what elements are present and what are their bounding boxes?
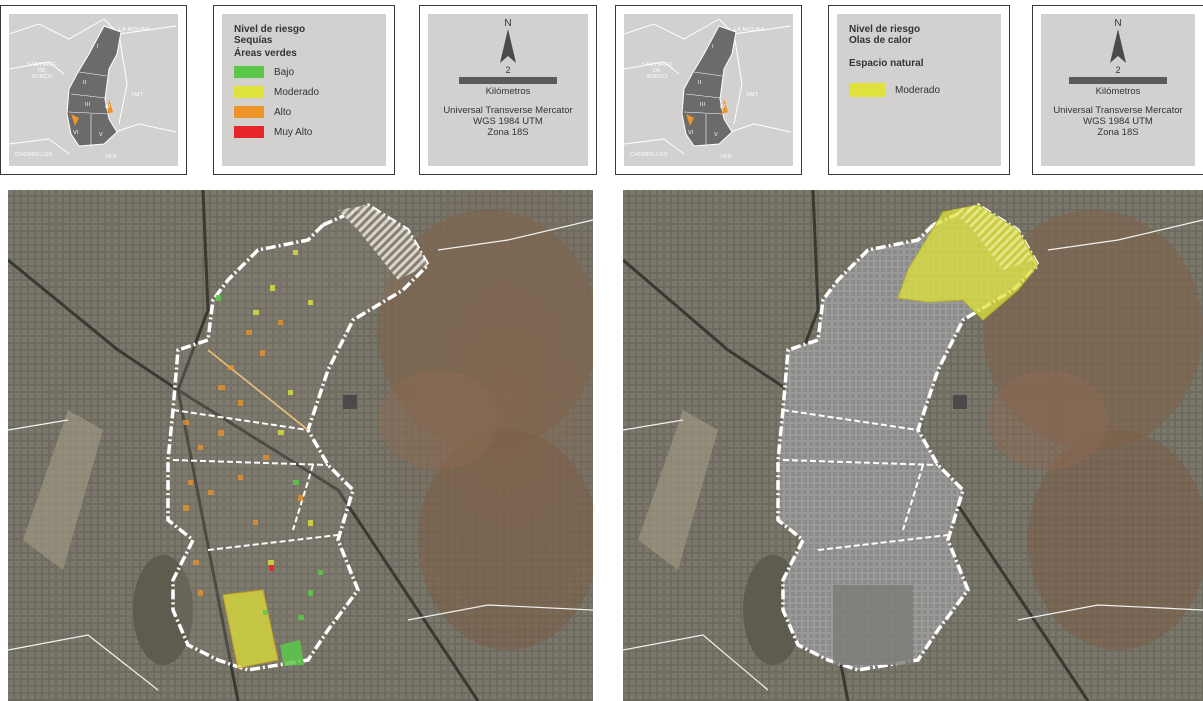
legend-title: Nivel de riesgo xyxy=(849,24,921,35)
locator-map-box: LA MOLINA SANTIAGO DE SURCO VMT CHORRILL… xyxy=(0,5,187,175)
legend-hazard: Sequías xyxy=(234,35,273,46)
sector-label-3: III xyxy=(85,102,91,108)
sector-label-2: II xyxy=(83,80,87,86)
legend-item-bajo: Bajo xyxy=(234,65,374,79)
scale-unit: Kilómetros xyxy=(485,86,531,97)
label-la-molina: LA MOLINA xyxy=(734,27,765,33)
scale-box: N 2 Kilómetros Universal Transverse Merc… xyxy=(1032,5,1203,175)
right-panel: LA MOLINA SANTIAGO DE SURCO VMT CHORRILL… xyxy=(607,0,1203,701)
label-chorrillos: CHORRILLOS xyxy=(630,152,668,158)
locator-map: LA MOLINA SANTIAGO DE SURCO VMT CHORRILL… xyxy=(9,14,178,166)
risk-patches-moderado xyxy=(253,250,313,565)
label-la-molina: LA MOLINA xyxy=(119,27,150,33)
north-arrow-icon xyxy=(1110,29,1126,63)
sector-label-5: V xyxy=(99,132,103,138)
legend-hazard: Olas de calor xyxy=(849,35,912,46)
north-label: N xyxy=(504,18,512,29)
legend-item-muy-alto: Muy Alto xyxy=(234,125,374,139)
legend-swatch xyxy=(234,106,264,118)
north-label: N xyxy=(1114,18,1122,29)
projection-info: Universal Transverse Mercator WGS 1984 U… xyxy=(443,105,573,138)
scale-box: N 2 Kilómetros Universal Transverse Merc… xyxy=(419,5,597,175)
scale-bar xyxy=(459,77,557,84)
locator-map: LA MOLINA SANTIAGO DE SURCO VMT CHORRILL… xyxy=(624,14,793,166)
legend-swatch xyxy=(234,86,264,98)
legend-box: Nivel de riesgo Sequías Áreas verdes Baj… xyxy=(213,5,395,175)
legend-title: Nivel de riesgo xyxy=(234,24,306,35)
sector-label-3: III xyxy=(700,102,706,108)
legend: Nivel de riesgo Sequías Áreas verdes Baj… xyxy=(222,14,386,166)
scale-info: N 2 Kilómetros Universal Transverse Merc… xyxy=(1041,14,1195,166)
scale-info: N 2 Kilómetros Universal Transverse Merc… xyxy=(428,14,588,166)
scale-distance: 2 xyxy=(505,65,511,75)
legend-box: Nivel de riesgo Olas de calor Espacio na… xyxy=(828,5,1010,175)
legend-swatch xyxy=(234,126,264,138)
sector-label-6: VI xyxy=(688,130,694,136)
scale-bar xyxy=(1069,77,1167,84)
risk-patch-muy-alto xyxy=(270,565,274,571)
sector-label-2: II xyxy=(698,80,702,86)
risk-zone-moderado xyxy=(222,589,279,669)
scale-unit: Kilómetros xyxy=(1095,86,1141,97)
legend-item-moderado: Moderado xyxy=(234,85,374,99)
legend-swatch xyxy=(849,83,885,97)
label-santiago-de-surco: SANTIAGO DE SURCO xyxy=(642,62,673,80)
scale-distance: 2 xyxy=(1115,65,1121,75)
label-vmt: VMT xyxy=(131,92,144,98)
main-map-drought xyxy=(8,190,593,701)
projection-info: Universal Transverse Mercator WGS 1984 U… xyxy=(1053,105,1183,138)
label-chorrillos: CHORRILLOS xyxy=(15,152,53,158)
sector-label-4: IV xyxy=(720,104,726,110)
risk-patches-alto xyxy=(183,320,303,596)
main-map-heatwave xyxy=(623,190,1203,701)
district-shape xyxy=(66,25,122,147)
label-ves: VES xyxy=(105,154,117,160)
left-panel: LA MOLINA SANTIAGO DE SURCO VMT CHORRILL… xyxy=(0,0,597,701)
risk-zone-bajo xyxy=(280,640,304,666)
label-vmt: VMT xyxy=(746,92,759,98)
sector-label-4: IV xyxy=(105,104,111,110)
legend-swatch xyxy=(234,66,264,78)
sector-label-1: I xyxy=(712,44,714,50)
sector-label-6: VI xyxy=(73,130,79,136)
risk-patches-bajo xyxy=(216,295,323,620)
locator-map-box: LA MOLINA SANTIAGO DE SURCO VMT CHORRILL… xyxy=(615,5,802,175)
legend-item-alto: Alto xyxy=(234,105,374,119)
label-santiago-de-surco: SANTIAGO DE SURCO xyxy=(27,62,58,80)
legend-subtitle: Áreas verdes xyxy=(234,48,297,59)
legend-subtitle: Espacio natural xyxy=(849,58,924,69)
legend-item-moderado: Moderado xyxy=(849,83,989,97)
sector-label-1: I xyxy=(97,44,99,50)
north-arrow-icon xyxy=(500,29,516,63)
legend: Nivel de riesgo Olas de calor Espacio na… xyxy=(837,14,1001,166)
sector-label-5: V xyxy=(714,132,718,138)
district-boundary xyxy=(166,203,431,672)
label-ves: VES xyxy=(720,154,732,160)
